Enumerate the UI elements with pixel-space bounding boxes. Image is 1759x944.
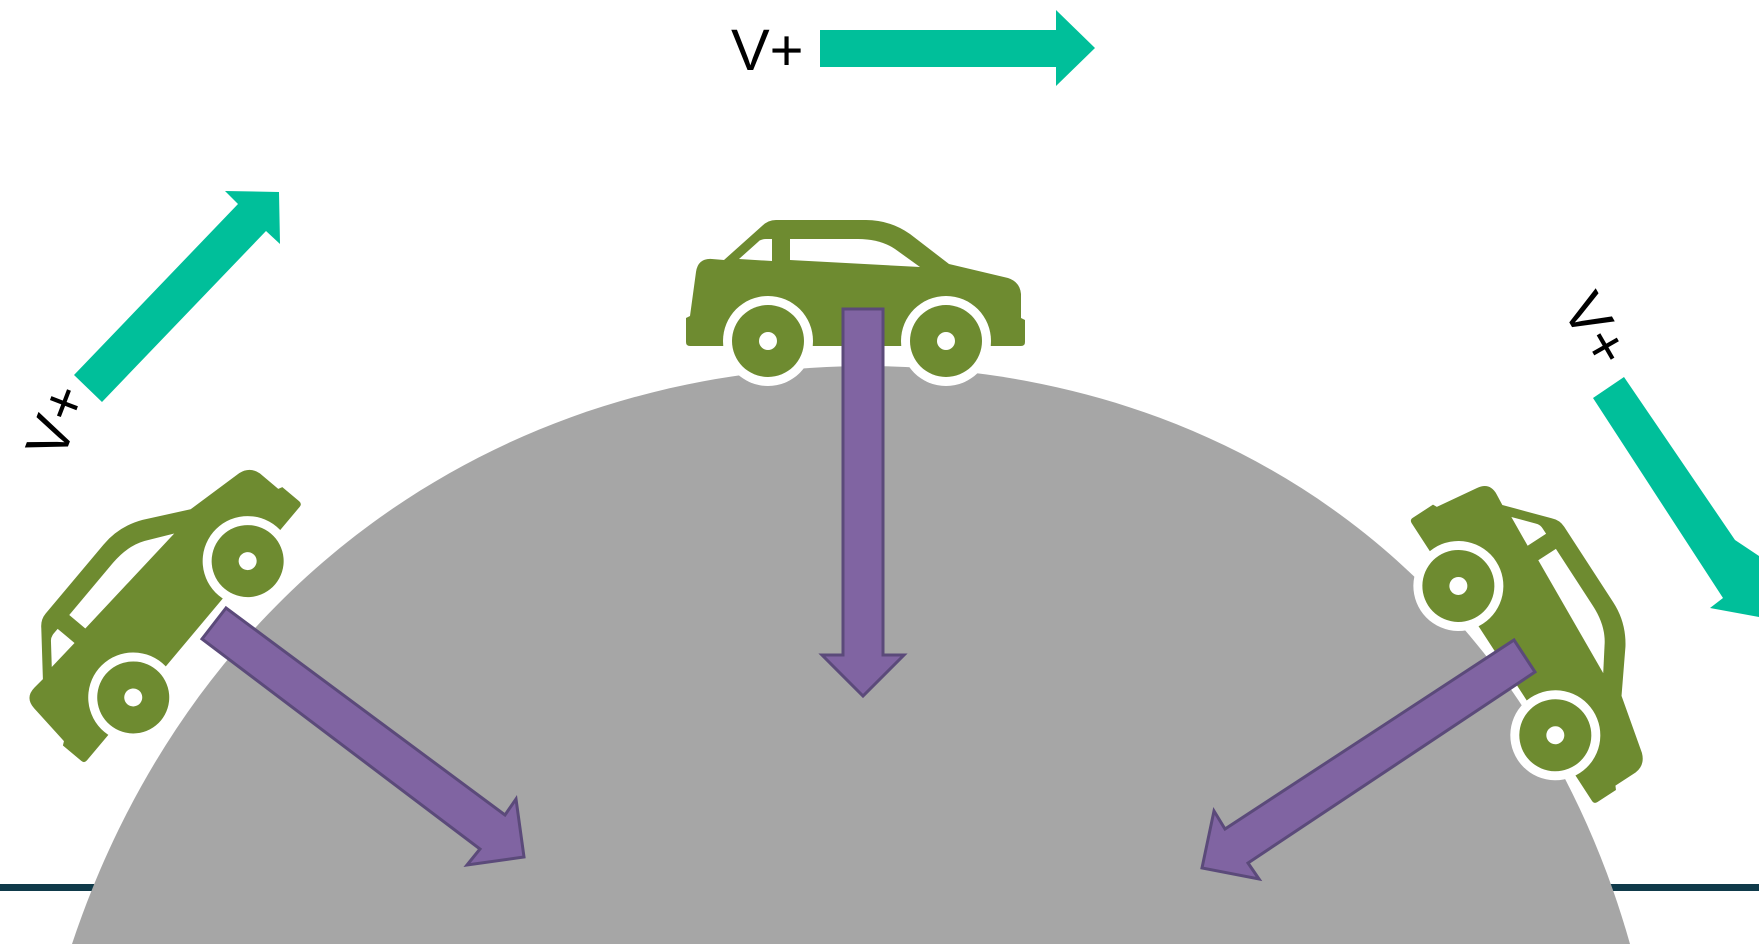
force-arrow-left — [199, 605, 526, 868]
velocity-label-right: V+ — [1550, 282, 1643, 377]
velocity-label-top: V+ — [731, 18, 804, 83]
ground-line-right — [1600, 884, 1759, 891]
velocity-label-left: V+ — [13, 376, 100, 467]
velocity-arrow-top — [820, 10, 1095, 86]
force-arrow-right — [1200, 637, 1538, 882]
velocity-arrow-right — [1593, 377, 1759, 617]
ground-line-left — [0, 884, 120, 891]
velocity-arrow-left — [74, 191, 280, 402]
force-arrow-top — [818, 307, 908, 699]
